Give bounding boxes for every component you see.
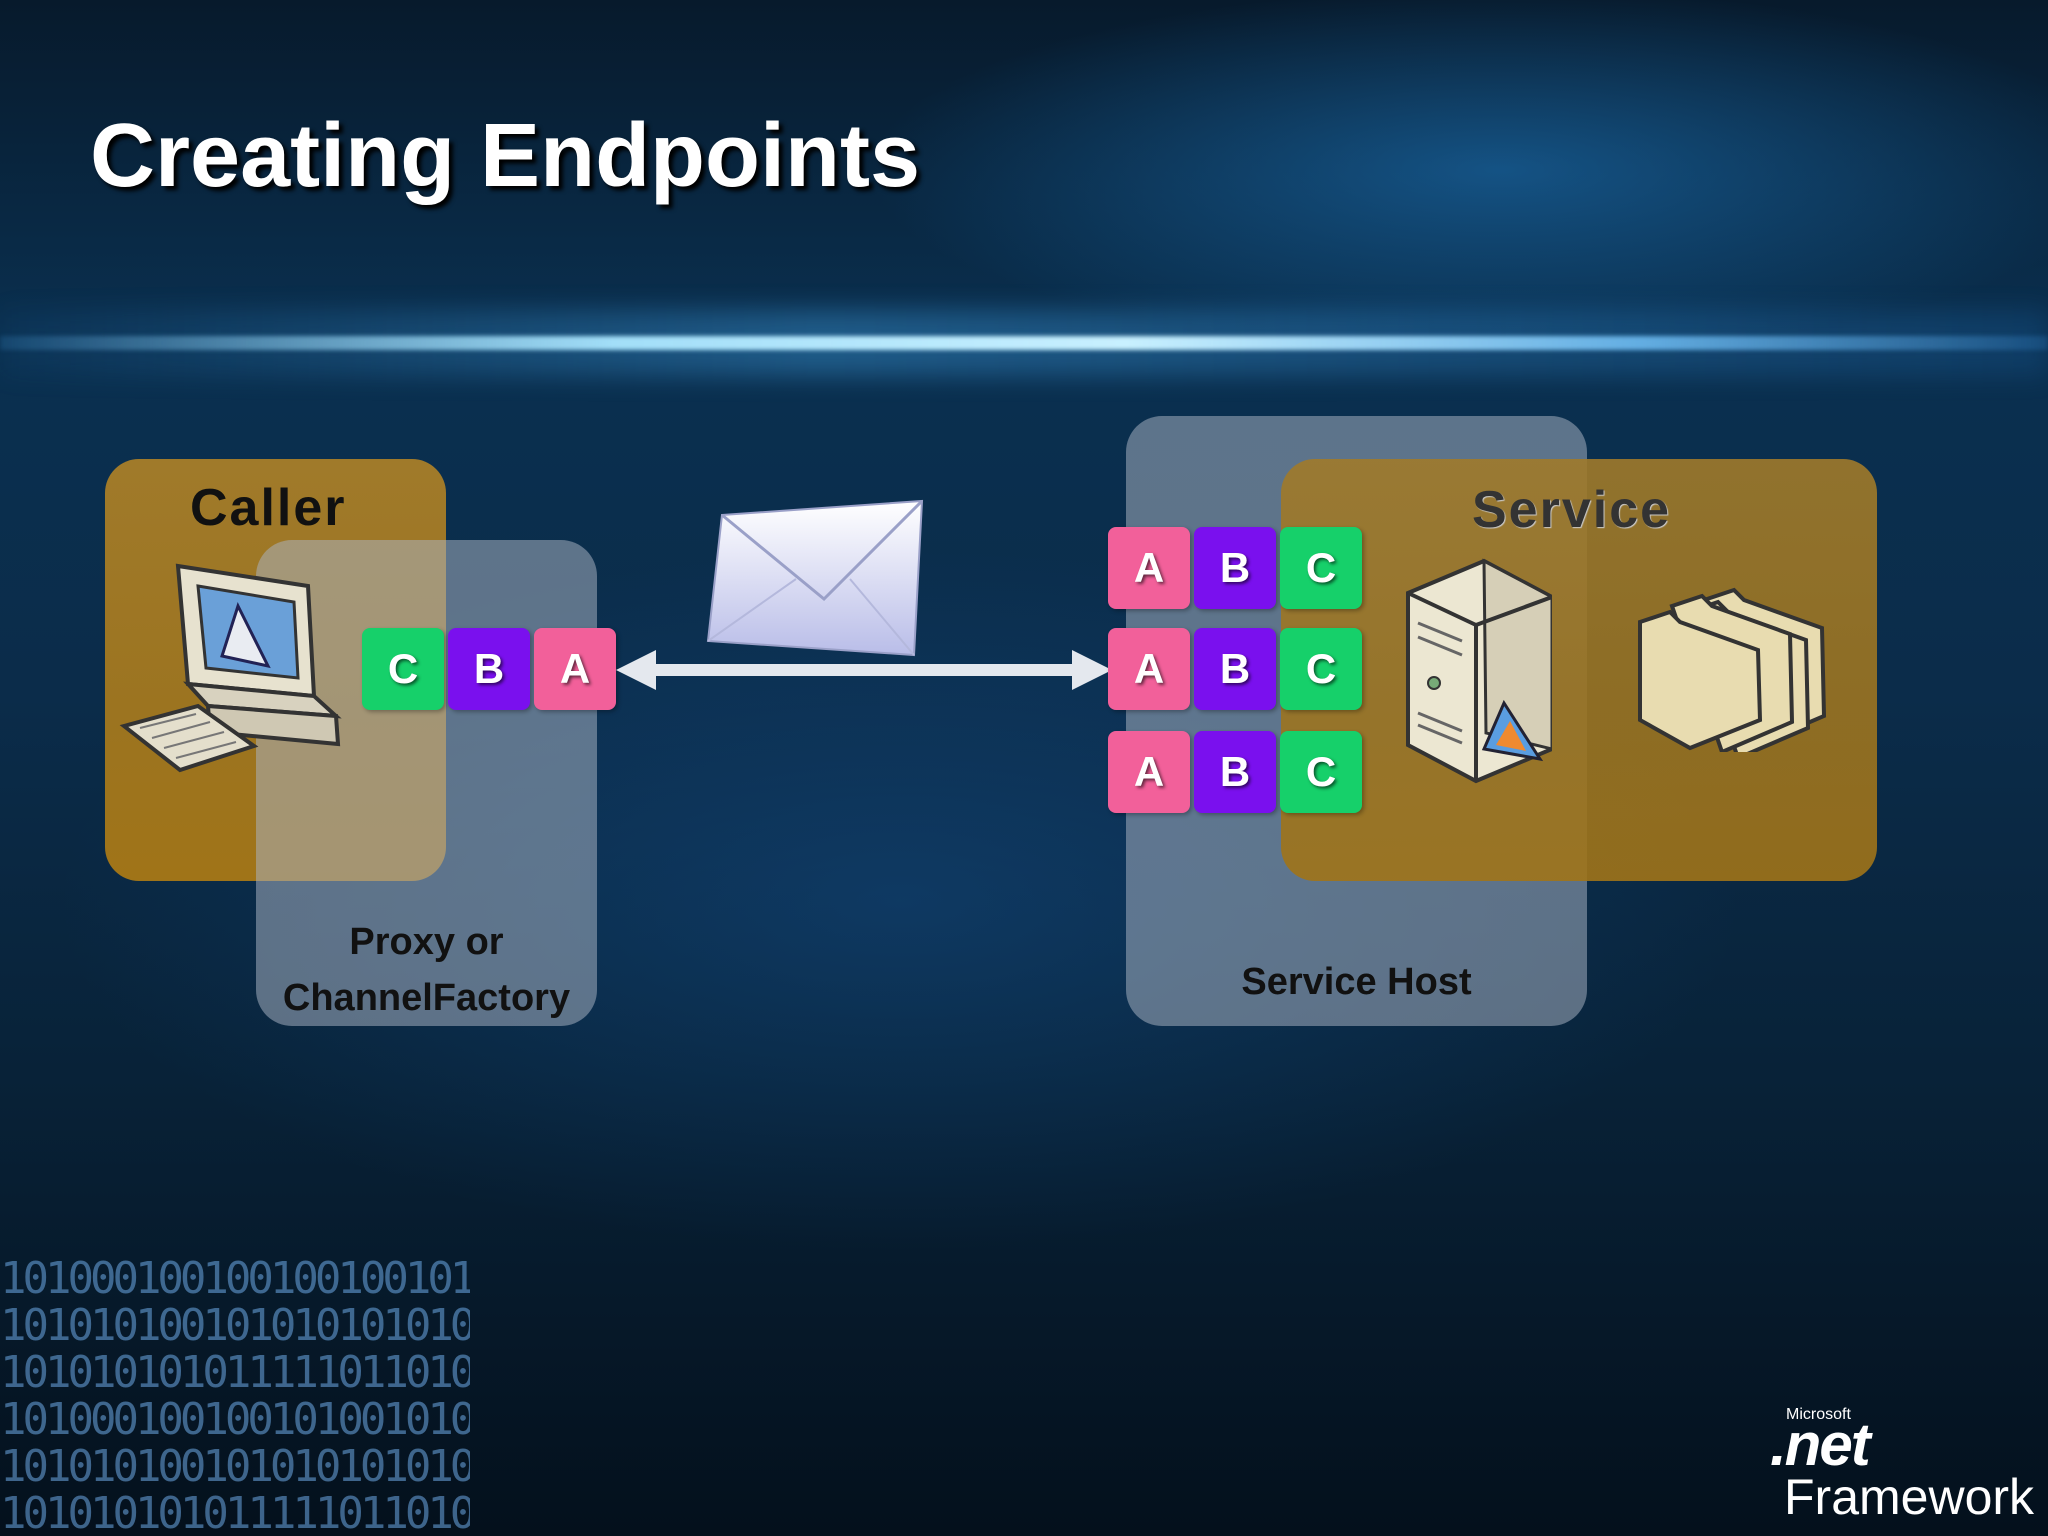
service-tile-b-2: B bbox=[1194, 628, 1276, 710]
service-tile-a-3: A bbox=[1108, 731, 1190, 813]
envelope-icon bbox=[706, 499, 924, 657]
service-tile-a-1: A bbox=[1108, 527, 1190, 609]
service-tile-c-2: C bbox=[1280, 628, 1362, 710]
service-tile-c-3: C bbox=[1280, 731, 1362, 813]
folders-icon bbox=[1638, 587, 1827, 752]
logo-microsoft-text: Microsoft bbox=[1786, 1406, 1851, 1423]
proxy-label-line1: Proxy or bbox=[349, 921, 504, 963]
proxy-label-line2: ChannelFactory bbox=[282, 977, 571, 1019]
service-tile-c-1: C bbox=[1280, 527, 1362, 609]
service-tile-b-3: B bbox=[1194, 731, 1276, 813]
header-glow-line bbox=[0, 336, 2048, 350]
service-title: Service bbox=[1472, 481, 1672, 539]
server-icon bbox=[1406, 558, 1552, 784]
logo-net-text: .net bbox=[1770, 1411, 1871, 1478]
caller-tile-a: A bbox=[534, 628, 616, 710]
service-tile-a-2: A bbox=[1108, 628, 1190, 710]
proxy-box bbox=[256, 540, 597, 1026]
service-tile-b-1: B bbox=[1194, 527, 1276, 609]
proxy-label: Proxy or ChannelFactory bbox=[256, 914, 597, 1026]
computer-icon bbox=[119, 563, 342, 773]
caller-tile-c: C bbox=[362, 628, 444, 710]
service-host-label: Service Host bbox=[1241, 961, 1472, 1003]
double-arrow-icon bbox=[616, 650, 1112, 690]
slide-title: Creating Endpoints bbox=[90, 106, 920, 206]
caller-title: Caller bbox=[190, 479, 347, 537]
caller-tile-b: B bbox=[448, 628, 530, 710]
dotnet-framework-logo: Microsoft .net Framework bbox=[1770, 1400, 2034, 1525]
binary-decoration: 1010001001001001001010101001100 10101010… bbox=[0, 1255, 470, 1536]
logo-framework-text: Framework bbox=[1784, 1469, 2035, 1525]
